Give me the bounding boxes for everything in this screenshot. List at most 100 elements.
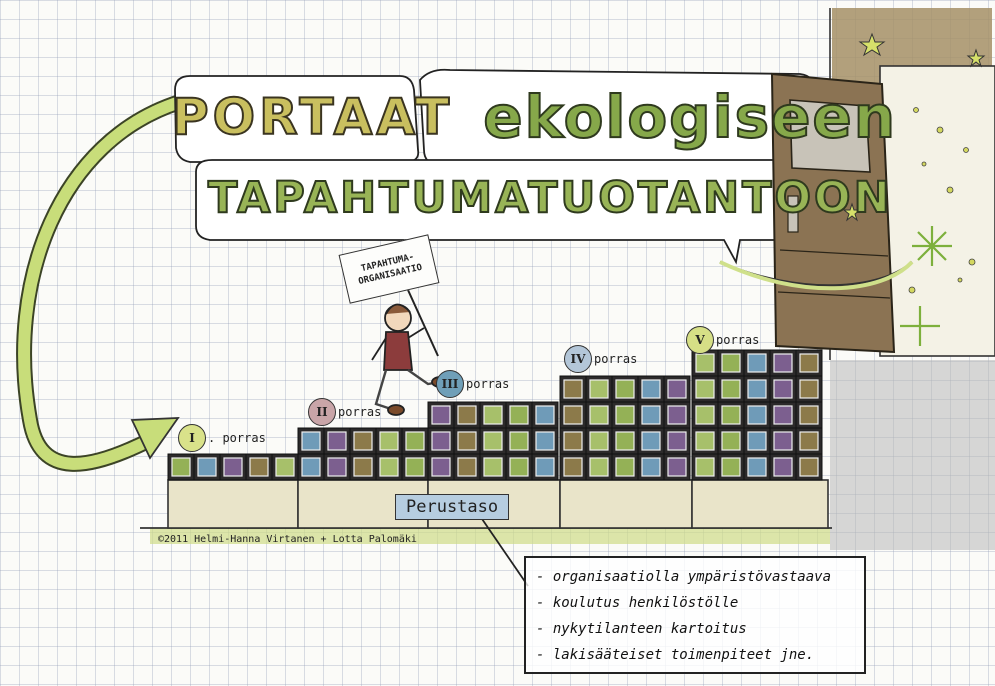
- step-block-inner: [696, 432, 714, 450]
- step-block-inner: [748, 458, 766, 476]
- step-5-label: V porras: [686, 326, 759, 354]
- step-block-inner: [432, 458, 450, 476]
- step-block-inner: [564, 406, 582, 424]
- list-item: - organisaatiolla ympäristövastaava: [536, 564, 854, 590]
- step-block-inner: [328, 458, 346, 476]
- step-block-inner: [276, 458, 294, 476]
- step-block-inner: [564, 380, 582, 398]
- step-block-inner: [536, 432, 554, 450]
- base-level-label: Perustaso: [395, 494, 509, 520]
- step-block-inner: [722, 380, 740, 398]
- step-block-inner: [696, 406, 714, 424]
- step-2-text: porras: [338, 405, 381, 419]
- step-block-inner: [458, 458, 476, 476]
- step-block-inner: [722, 354, 740, 372]
- step-block-inner: [172, 458, 190, 476]
- step-block-inner: [642, 458, 660, 476]
- arrow-body: [24, 102, 180, 464]
- title-line-2: TAPAHTUMATUOTANTOON: [208, 166, 893, 230]
- step-block-inner: [510, 406, 528, 424]
- step-block-inner: [696, 380, 714, 398]
- step-5-number: V: [686, 326, 714, 354]
- step-block-inner: [800, 458, 818, 476]
- step-block-inner: [536, 458, 554, 476]
- step-5-text: porras: [716, 333, 759, 347]
- step-block-inner: [510, 432, 528, 450]
- step-block-inner: [510, 458, 528, 476]
- list-item: - nykytilanteen kartoitus: [536, 616, 854, 642]
- step-block-inner: [302, 458, 320, 476]
- step-block-inner: [696, 458, 714, 476]
- title-word-ekologiseen: ekologiseen: [483, 83, 897, 151]
- step-block-inner: [354, 432, 372, 450]
- step-block-inner: [458, 406, 476, 424]
- step-block-inner: [458, 432, 476, 450]
- step-block-inner: [722, 458, 740, 476]
- step-block-inner: [590, 458, 608, 476]
- step-block-inner: [774, 354, 792, 372]
- step-2-label: II porras: [308, 398, 381, 426]
- step-block-inner: [668, 432, 686, 450]
- doorway: [880, 66, 995, 356]
- step-block-inner: [748, 432, 766, 450]
- step-3-number: III: [436, 370, 464, 398]
- step-block-inner: [380, 432, 398, 450]
- list-item: - koulutus henkilöstölle: [536, 590, 854, 616]
- step-block-inner: [800, 354, 818, 372]
- step-block-inner: [616, 432, 634, 450]
- step-block-inner: [774, 432, 792, 450]
- step-block-inner: [432, 432, 450, 450]
- step-block-inner: [800, 432, 818, 450]
- list-item: - lakisääteiset toimenpiteet jne.: [536, 642, 854, 668]
- title-word-portaat: PORTAAT: [172, 88, 453, 146]
- step-block-inner: [774, 406, 792, 424]
- wall-lower: [830, 360, 995, 550]
- step-block-inner: [406, 458, 424, 476]
- step-block-inner: [748, 380, 766, 398]
- step-block-inner: [484, 432, 502, 450]
- step-block-inner: [642, 406, 660, 424]
- step-block-inner: [564, 458, 582, 476]
- step-2-number: II: [308, 398, 336, 426]
- step-block-inner: [722, 432, 740, 450]
- step-block-inner: [250, 458, 268, 476]
- step-block-inner: [406, 432, 424, 450]
- step-3-text: porras: [466, 377, 509, 391]
- copyright: ©2011 Helmi-Hanna Virtanen + Lotta Palom…: [158, 534, 417, 545]
- step-block-inner: [642, 380, 660, 398]
- step-block-inner: [590, 432, 608, 450]
- step-block-inner: [668, 380, 686, 398]
- step-block-inner: [198, 458, 216, 476]
- step-block-inner: [668, 406, 686, 424]
- step-block-inner: [748, 354, 766, 372]
- step-block-inner: [328, 432, 346, 450]
- step-block-inner: [722, 406, 740, 424]
- step-3-label: III porras: [436, 370, 509, 398]
- step-block-inner: [696, 354, 714, 372]
- step-block-inner: [774, 380, 792, 398]
- step-block-inner: [800, 406, 818, 424]
- step-1-text: . porras: [208, 431, 266, 445]
- step-block-inner: [616, 380, 634, 398]
- base-level-list: - organisaatiolla ympäristövastaava - ko…: [524, 556, 866, 674]
- step-block-inner: [380, 458, 398, 476]
- step-block-inner: [668, 458, 686, 476]
- step-block-inner: [616, 458, 634, 476]
- step-block-inner: [432, 406, 450, 424]
- step-block-inner: [302, 432, 320, 450]
- step-block-inner: [616, 406, 634, 424]
- step-1-label: I . porras: [178, 424, 266, 452]
- step-4-text: porras: [594, 352, 637, 366]
- step-block-inner: [354, 458, 372, 476]
- step-block-inner: [800, 380, 818, 398]
- step-block-inner: [484, 406, 502, 424]
- step-block-inner: [642, 432, 660, 450]
- step-block-inner: [564, 432, 582, 450]
- title-line-1: PORTAAT ekologiseen: [172, 74, 897, 160]
- step-block-inner: [748, 406, 766, 424]
- step-block-inner: [590, 380, 608, 398]
- step-block-inner: [484, 458, 502, 476]
- step-1-number: I: [178, 424, 206, 452]
- step-block-inner: [536, 406, 554, 424]
- step-4-number: IV: [564, 345, 592, 373]
